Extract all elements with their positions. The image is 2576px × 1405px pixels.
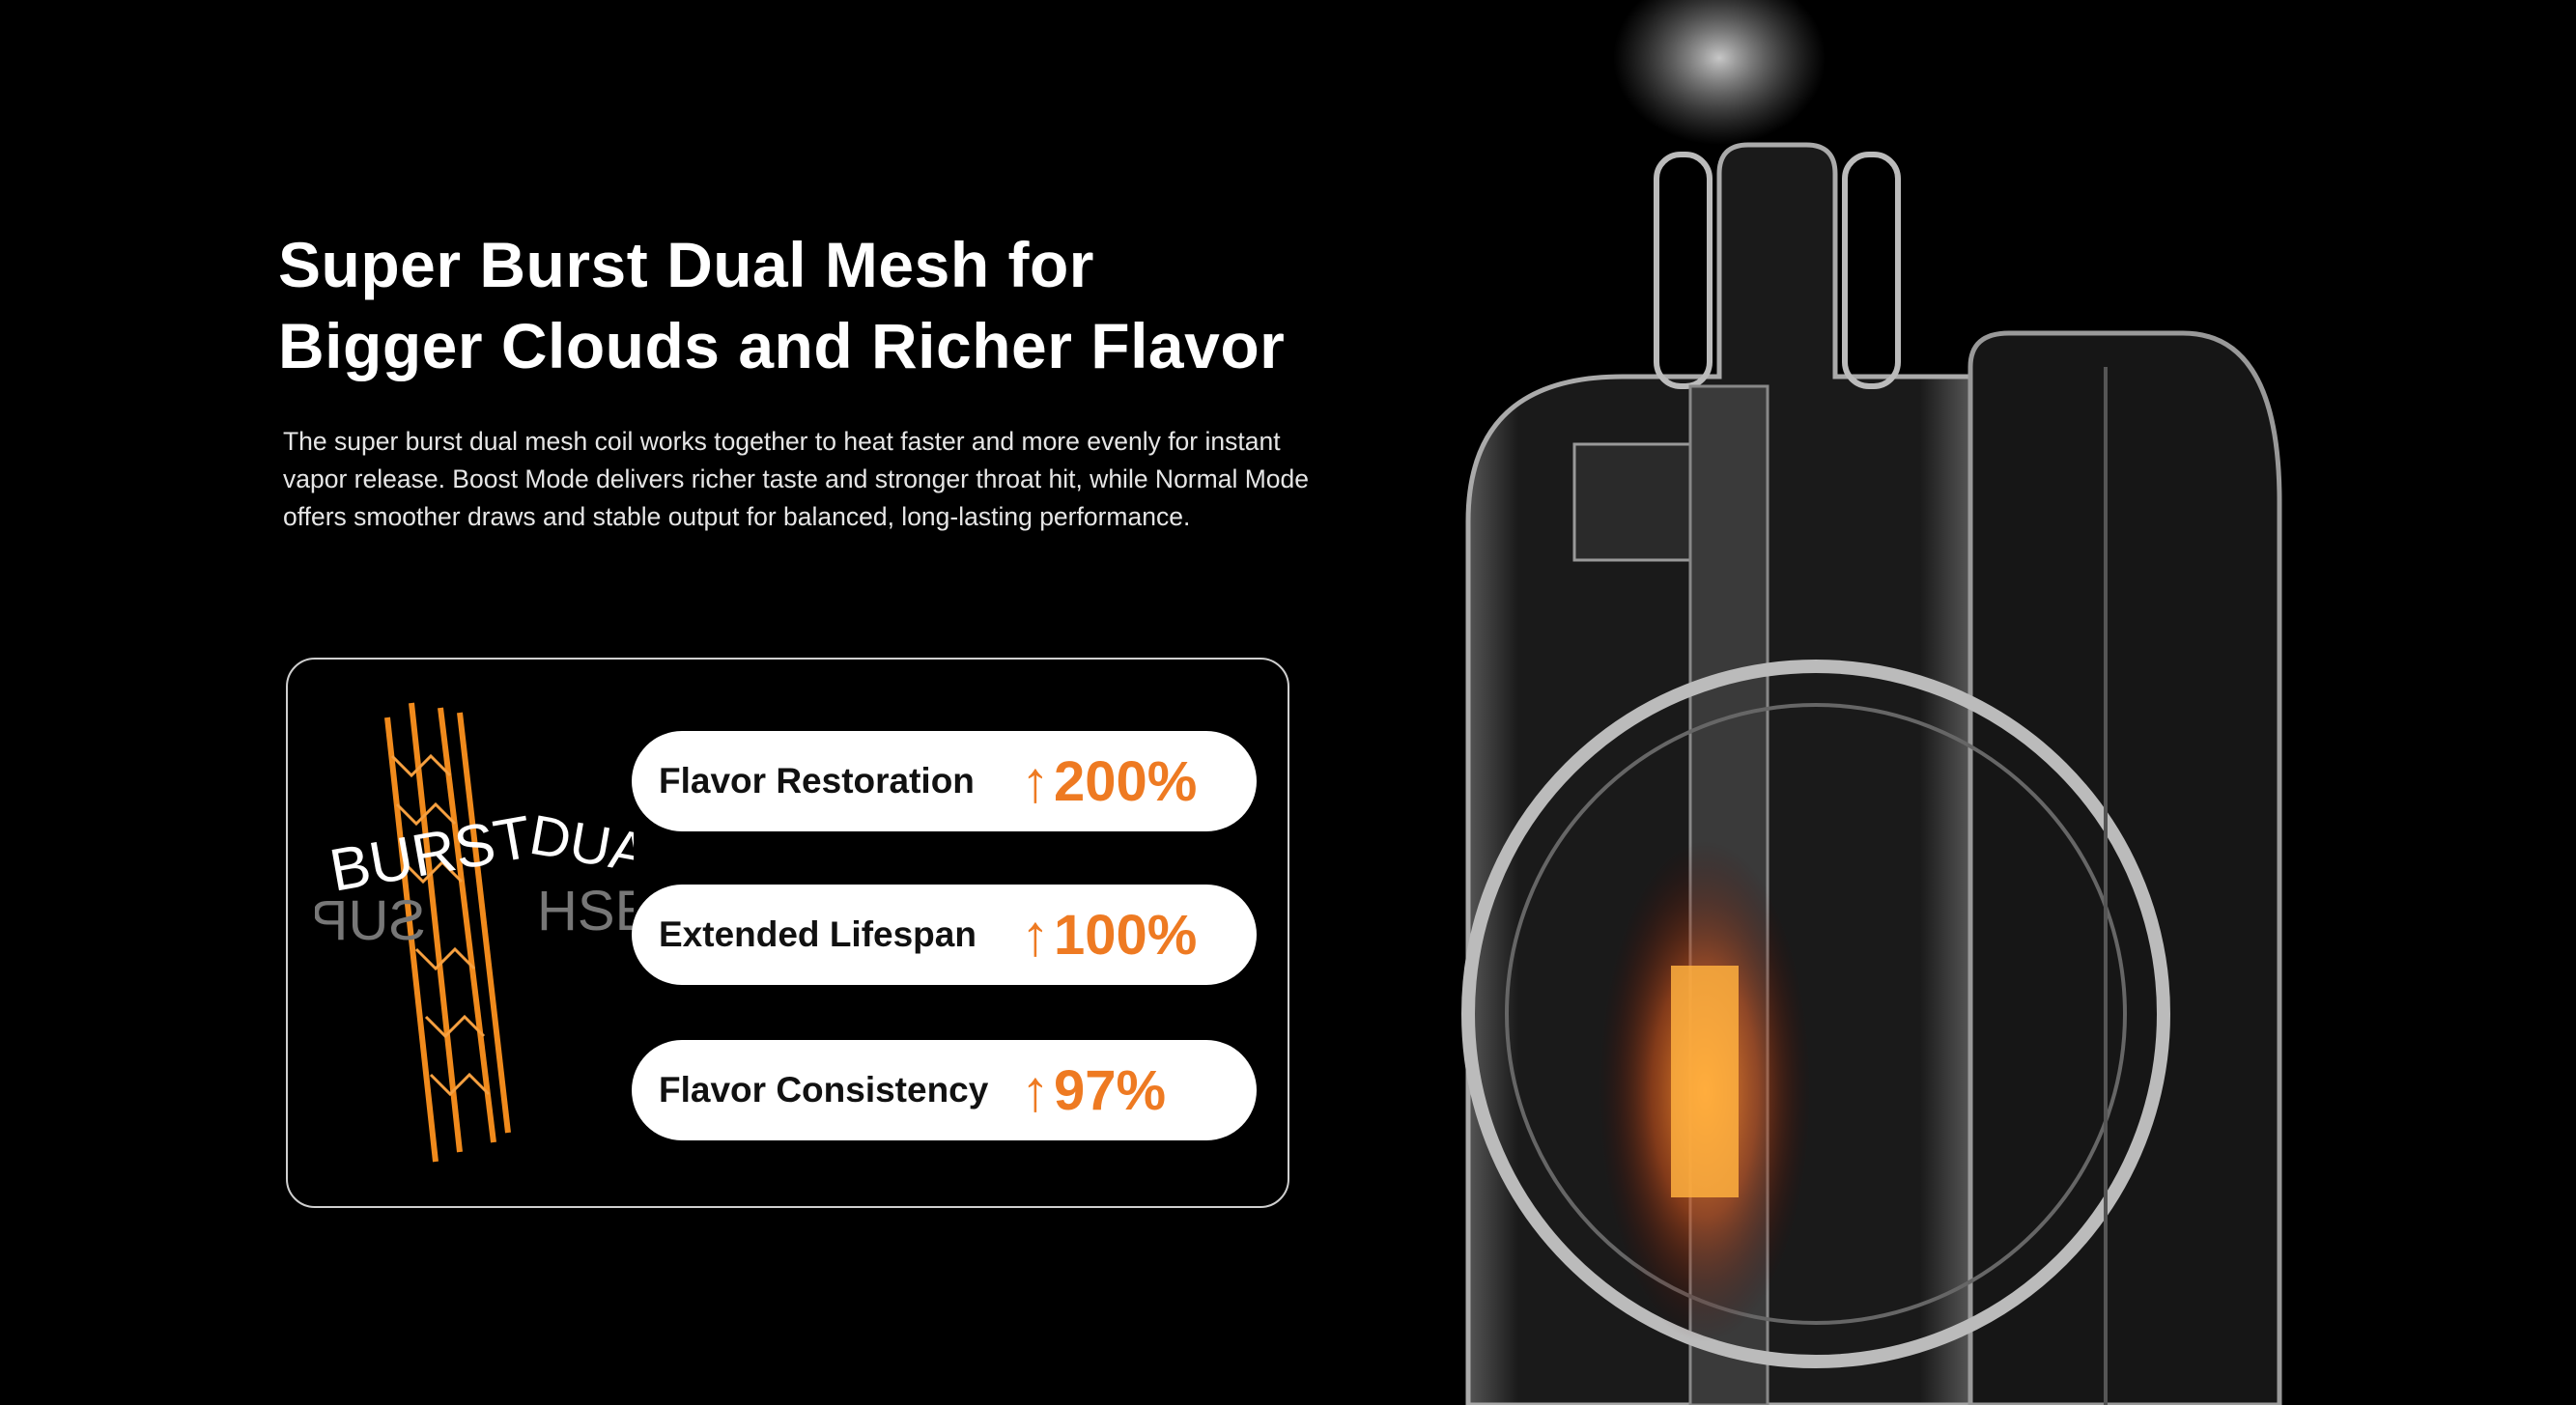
title-line-1: Super Burst Dual Mesh for — [278, 229, 1094, 300]
stat-value: 100% — [1054, 903, 1198, 967]
description: The super burst dual mesh coil works tog… — [283, 427, 1309, 531]
stat-pill-flavor-consistency: Flavor Consistency ↑ 97% — [632, 1040, 1257, 1140]
stat-pill-flavor-restoration: Flavor Restoration ↑ 200% — [632, 731, 1257, 831]
title-line-2: Bigger Clouds and Richer Flavor — [278, 310, 1286, 381]
dual-mesh-coil-graphic: BURST DUAL SUP HSE — [315, 702, 634, 1163]
stats-card: BURST DUAL SUP HSE Flavor Restoration ↑ … — [286, 658, 1289, 1208]
stat-pill-extended-lifespan: Extended Lifespan ↑ 100% — [632, 885, 1257, 985]
svg-text:SUP: SUP — [315, 889, 426, 952]
arrow-up-icon: ↑ — [1021, 902, 1050, 968]
stat-value: 200% — [1054, 749, 1198, 813]
arrow-up-icon: ↑ — [1021, 748, 1050, 814]
device-xray-image — [1461, 0, 2282, 1405]
stat-label: Flavor Restoration — [659, 761, 975, 801]
stat-value: 97% — [1054, 1058, 1167, 1122]
svg-text:DUAL: DUAL — [525, 803, 634, 891]
stat-label: Extended Lifespan — [659, 914, 977, 954]
svg-text:HSE: HSE — [537, 880, 634, 942]
stat-label: Flavor Consistency — [659, 1070, 989, 1110]
page-title: Super Burst Dual Mesh for Bigger Clouds … — [278, 224, 1285, 386]
arrow-up-icon: ↑ — [1021, 1057, 1050, 1123]
